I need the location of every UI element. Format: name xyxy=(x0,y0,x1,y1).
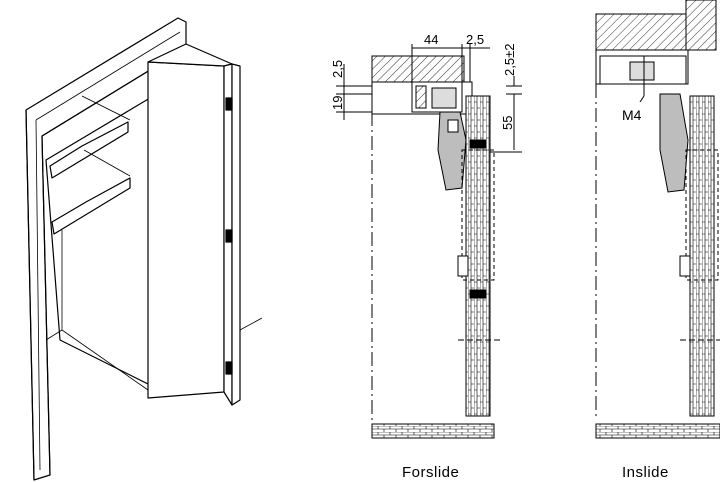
ceiling-hatch-left xyxy=(371,55,465,83)
dimension-2-5-top: 2,5 xyxy=(466,32,484,47)
shelf-lower xyxy=(51,177,131,235)
door-panel-section-inslide xyxy=(689,95,715,417)
caption-forslide: Forslide xyxy=(402,464,459,481)
door-panel-section xyxy=(465,95,491,417)
dimension-2-5-pm-2: 2,5±2 xyxy=(502,44,517,76)
door-isometric-view xyxy=(25,17,263,481)
dimension-55: 55 xyxy=(500,116,515,130)
dimension-44: 44 xyxy=(424,32,438,47)
hinge-bottom xyxy=(225,361,233,375)
forslide-section xyxy=(336,44,522,439)
hinge-top xyxy=(225,97,233,111)
dimension-19: 19 xyxy=(330,96,345,110)
floor-hatch-left xyxy=(371,423,495,439)
dimension-2-5-left: 2,5 xyxy=(330,60,345,78)
hinge-middle xyxy=(225,229,233,243)
ceiling-hatch-right xyxy=(595,13,687,51)
pivot-fitting-inslide xyxy=(659,93,689,193)
floor-line xyxy=(239,317,263,331)
shelf-upper xyxy=(49,121,129,179)
caption-inslide: Inslide xyxy=(622,464,669,481)
door-second-leaf xyxy=(231,63,241,406)
door-panel-front xyxy=(147,61,225,399)
floor-hatch-right xyxy=(595,423,720,439)
pivot-fitting xyxy=(437,111,467,191)
inslide-section xyxy=(595,0,720,439)
screw-label-m4: M4 xyxy=(622,107,642,123)
